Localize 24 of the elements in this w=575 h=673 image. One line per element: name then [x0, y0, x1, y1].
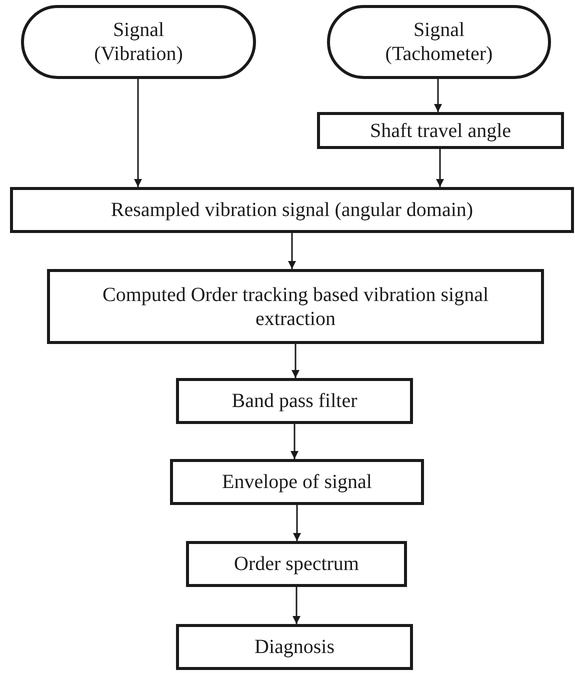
- node-label: Signal (Tachometer): [384, 18, 494, 66]
- arrow: [290, 424, 298, 459]
- process-box: [170, 459, 424, 505]
- node-label: Diagnosis: [254, 635, 336, 659]
- arrow: [292, 587, 300, 624]
- process-box: [317, 112, 564, 149]
- arrow: [292, 344, 300, 378]
- arrow: [288, 233, 296, 269]
- process-box: [10, 187, 574, 233]
- node-label: Signal (Vibration): [93, 18, 184, 66]
- node-label: Shaft travel angle: [368, 118, 512, 142]
- arrow: [434, 79, 442, 112]
- process-box: [186, 541, 407, 587]
- process-box: [47, 269, 544, 344]
- node-label: Order spectrum: [233, 552, 360, 576]
- process-box: [176, 624, 413, 670]
- node-label: Band pass filter: [230, 389, 358, 413]
- process-box: [176, 378, 413, 424]
- node-label: Envelope of signal: [221, 470, 373, 494]
- arrow: [293, 505, 301, 541]
- arrow: [134, 79, 142, 187]
- node-label: Resampled vibration signal (angular domain): [110, 198, 474, 222]
- arrow: [436, 149, 444, 187]
- node-label: Computed Order tracking based vibration signal extraction: [101, 282, 490, 330]
